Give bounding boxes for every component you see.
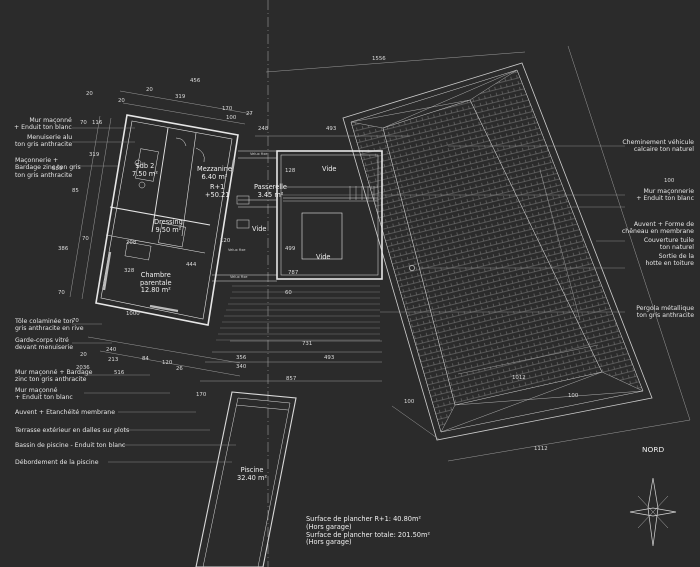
terrace-slats (216, 285, 380, 341)
label-bassin: Bassin de piscine - Enduit ton blanc (15, 442, 126, 449)
dim-240: 240 (106, 347, 117, 353)
room-chambre: Chambre parentale 12.80 m² (140, 271, 172, 295)
velux-tag-2: Velux fixe (228, 248, 246, 252)
dim-319v: 319 (89, 152, 100, 158)
dim-493b: 493 (324, 355, 335, 361)
velux-tag-1: Velux fixe (250, 152, 268, 156)
label-menuiserie-alu: Menuiserie alu ton gris anthracite (15, 134, 73, 149)
dim-857: 857 (286, 376, 297, 382)
dim-20b: 20 (86, 91, 93, 97)
dim-213: 213 (108, 357, 119, 363)
label-pergola: Pergola métallique ton gris anthracite (636, 305, 694, 320)
dim-356: 356 (236, 355, 247, 361)
room-dressing: Dressing 9.50 m² (154, 218, 183, 234)
dim-100b: 100 (404, 399, 415, 405)
dim-1012: 1012 (512, 375, 526, 381)
dim-70b: 70 (82, 236, 89, 242)
dim-328: 328 (124, 268, 135, 274)
dim-120: 120 (162, 360, 173, 366)
dim-444: 444 (186, 262, 197, 268)
label-maconnerie-bardage: Maçonnerie + Bardage zinc ton gris ton g… (15, 157, 81, 179)
label-debordement: Débordement de la piscine (15, 459, 99, 466)
surface-summary: Surface de plancher R+1: 40.80m² (Hors g… (306, 515, 431, 547)
label-mur-bardage-zinc: Mur maçonné + Bardage zinc ton gris anth… (15, 369, 93, 384)
room-piscine: Piscine 32.40 m² (237, 466, 268, 482)
dim-100a: 100 (226, 115, 237, 121)
dim-2036: 2036 (76, 365, 90, 371)
dim-340: 340 (236, 364, 247, 370)
label-terrasse: Terrasse extérieur en dalles sur plots (15, 427, 130, 434)
dim-499: 499 (285, 246, 296, 252)
room-sdb: Sdb 2 7.50 m² (132, 162, 158, 178)
dim-85: 85 (72, 188, 79, 194)
label-garde-corps: Garde-corps vitré devant menuiserie (15, 337, 73, 352)
room-vide-top: Vide (322, 165, 337, 173)
dim-84: 84 (142, 356, 149, 362)
compass-label: NORD (642, 445, 665, 454)
dim-516: 516 (114, 370, 125, 376)
roof (342, 62, 653, 441)
house-center (276, 150, 383, 280)
dim-20c: 20 (80, 352, 87, 358)
dim-787: 787 (288, 270, 299, 276)
label-couverture: Couverture tuile ton naturel (643, 237, 694, 252)
room-vide-mid: Vide (252, 225, 267, 233)
dim-70d: 70 (72, 318, 79, 324)
dim-386: 386 (58, 246, 69, 252)
dimension-lines (69, 45, 691, 462)
dim-319: 319 (175, 94, 186, 100)
dim-1000: 1000 (126, 311, 140, 317)
label-cheminement: Cheminement véhicule calcaire ton nature… (622, 139, 694, 154)
leader-lines (72, 127, 625, 463)
hood-outlet (409, 265, 415, 271)
dim-248: 248 (258, 126, 269, 132)
dim-493a: 493 (326, 126, 337, 132)
passerelle (212, 150, 277, 282)
north-arrow (629, 477, 677, 547)
room-passerelle: Passerelle 3.45 m² (254, 183, 287, 199)
dim-20a: 20 (146, 87, 153, 93)
label-mur-maconne-1: Mur maçonné + Enduit ton blanc (14, 117, 72, 132)
velux-tag-3: Velux fixe (230, 275, 248, 279)
house-left (95, 114, 239, 326)
room-vide-box: Vide (316, 253, 331, 261)
dim-208: 208 (126, 240, 137, 246)
dim-731: 731 (302, 341, 313, 347)
dim-20d: 20 (118, 98, 125, 104)
dim-170a: 170 (222, 106, 233, 112)
dim-128: 128 (285, 168, 296, 174)
dim-100c: 100 (568, 393, 579, 399)
dim-889: 889 (52, 166, 63, 172)
label-auvent-etancheite: Auvent + Etanchéité membrane (15, 409, 116, 416)
dim-170b: 170 (196, 392, 207, 398)
dim-70a: 70 (80, 120, 87, 126)
dim-1556: 1556 (372, 56, 386, 62)
room-level: R+1 +50.21 (205, 183, 230, 199)
label-mur-maconnerie: Mur maçonnerie + Enduit ton blanc (636, 188, 694, 203)
dim-26: 26 (176, 366, 183, 372)
dim-70c: 70 (58, 290, 65, 296)
dim-27: 27 (246, 111, 253, 117)
dim-1112: 1112 (534, 446, 548, 452)
dim-456: 456 (190, 78, 201, 84)
label-mur-maconne-2: Mur maçonné + Enduit ton blanc (15, 387, 73, 402)
dim-100d: 100 (664, 178, 675, 184)
label-auvent-cheneau: Auvent + Forme de chêneau en membrane (621, 221, 694, 236)
label-tole-colaminee: Tôle colaminée ton gris anthracite en ri… (15, 318, 84, 333)
dim-116: 116 (92, 120, 103, 126)
room-mezzanine: Mezzanine 6.40 m² (197, 165, 232, 181)
pool (195, 391, 297, 567)
label-sortie-hotte: Sortie de la hotte en toiture (645, 253, 694, 268)
dim-60: 60 (285, 290, 292, 296)
dim-120v: 120 (220, 238, 231, 244)
